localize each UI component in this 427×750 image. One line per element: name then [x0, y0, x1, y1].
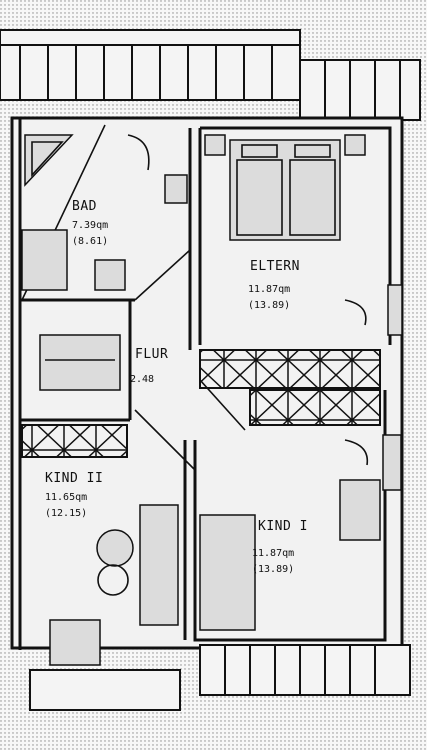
- kind1-door-swing: [344, 439, 369, 466]
- nightstand-right: [344, 134, 366, 156]
- bath-door-swing: [127, 134, 150, 171]
- kind1-area: 11.87qm: [252, 548, 294, 559]
- eltern-window: [387, 284, 403, 336]
- kind2-name: KIND II: [45, 471, 103, 486]
- toilet: [164, 174, 188, 204]
- eltern-area: 11.87qm: [248, 284, 290, 295]
- room-label-eltern: ELTERN 11.87qm (13.89): [248, 259, 300, 311]
- kind1-area-alt: (13.89): [252, 564, 294, 575]
- flur-area: 2.48: [130, 374, 154, 385]
- armchair-kind2: [49, 619, 101, 666]
- room-label-flur: FLUR 2.48: [130, 347, 168, 385]
- room-label-kind1: KIND I 11.87qm (13.89): [252, 519, 308, 575]
- eltern-name: ELTERN: [250, 259, 300, 274]
- interior-walls: [20, 124, 392, 642]
- bad-name: BAD: [72, 199, 97, 214]
- wardrobe-kind2: [21, 424, 128, 458]
- bad-area: 7.39qm: [72, 220, 108, 231]
- room-label-bad: BAD 7.39qm (8.61): [72, 199, 108, 247]
- shower-tray: [21, 229, 68, 291]
- kind1-name: KIND I: [258, 519, 308, 534]
- bottom-beams: [29, 644, 411, 711]
- flur-cabinet: [39, 334, 121, 391]
- wardrobe-kind1: [249, 389, 381, 426]
- bad-area-alt: (8.61): [72, 236, 108, 247]
- kind2-area: 11.65qm: [45, 492, 87, 503]
- flur-name: FLUR: [135, 347, 168, 362]
- bathtub-corner: [24, 134, 74, 187]
- round-table: [96, 529, 134, 596]
- eltern-area-alt: (13.89): [248, 300, 290, 311]
- desk-kind2: [139, 504, 179, 626]
- washbasin: [94, 259, 126, 291]
- eltern-door-swing: [344, 299, 367, 326]
- desk-kind1: [339, 479, 381, 541]
- kind2-area-alt: (12.15): [45, 508, 87, 519]
- double-bed: [229, 139, 341, 241]
- wardrobe-eltern: [199, 349, 381, 389]
- nightstand-left: [204, 134, 226, 156]
- bed-kind1: [199, 514, 256, 631]
- room-label-kind2: KIND II 11.65qm (12.15): [45, 471, 103, 519]
- kind1-window: [382, 434, 402, 491]
